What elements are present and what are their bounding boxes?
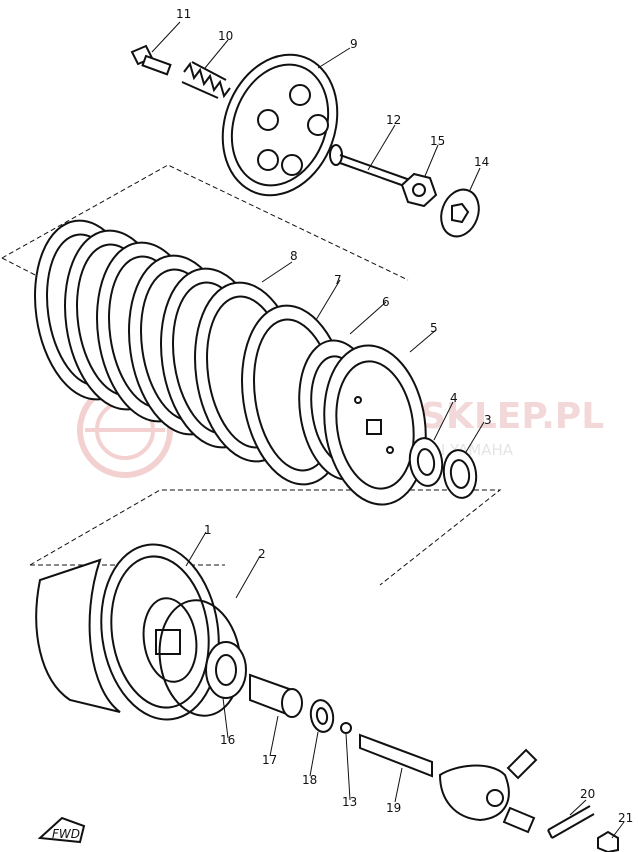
label-part-19: 19 [386,801,401,815]
part-16-gear [205,641,247,699]
part-1-clutch-housing [35,543,220,721]
release-mechanism [438,748,538,834]
label-part-11: 11 [176,7,191,21]
part-4-thrust-washer [408,437,444,487]
part-12-push-rod [329,144,411,189]
part-19-push-rod [359,733,433,778]
label-part-21: 21 [618,811,633,825]
part-8-friction-plates [34,219,302,463]
label-part-7: 7 [334,273,342,287]
label-part-10: 10 [218,29,233,43]
part-9-pressure-plate [221,53,339,197]
label-part-18: 18 [302,773,317,787]
leader-lines [151,21,625,839]
label-part-1: 1 [204,523,212,537]
part-15-nut [400,172,438,208]
label-part-17: 17 [262,753,277,767]
part-5-clutch-hub [323,344,427,506]
label-part-6: 6 [382,295,390,309]
label-part-20: 20 [580,787,595,801]
label-part-4: 4 [450,391,458,405]
forward-direction-marker: FWD [37,816,86,844]
part-20-adjust-bolt [547,805,595,839]
label-part-13: 13 [342,795,357,809]
forward-label: FWD [52,827,80,841]
part-21-nut [597,830,619,852]
label-part-16: 16 [220,733,235,747]
part-18-washer [309,699,335,733]
part-14-lock-washer [440,188,480,238]
label-part-2: 2 [258,547,266,561]
label-part-12: 12 [386,113,401,127]
label-part-5: 5 [430,321,438,335]
label-part-15: 15 [430,134,445,148]
label-part-8: 8 [290,249,298,263]
part-13-ball [340,722,352,734]
part-3-lock-washer [442,449,478,499]
watermark-brand: SKLEP.PL [420,396,604,437]
part-10-spring [181,61,231,99]
label-part-14: 14 [474,155,489,169]
label-part-3: 3 [484,413,492,427]
label-part-9: 9 [350,37,358,51]
part-labels: 11 10 9 12 15 14 8 7 6 5 4 3 1 2 16 17 1… [176,7,633,825]
part-11-bolt [130,44,172,76]
part-17-spacer [249,673,303,718]
